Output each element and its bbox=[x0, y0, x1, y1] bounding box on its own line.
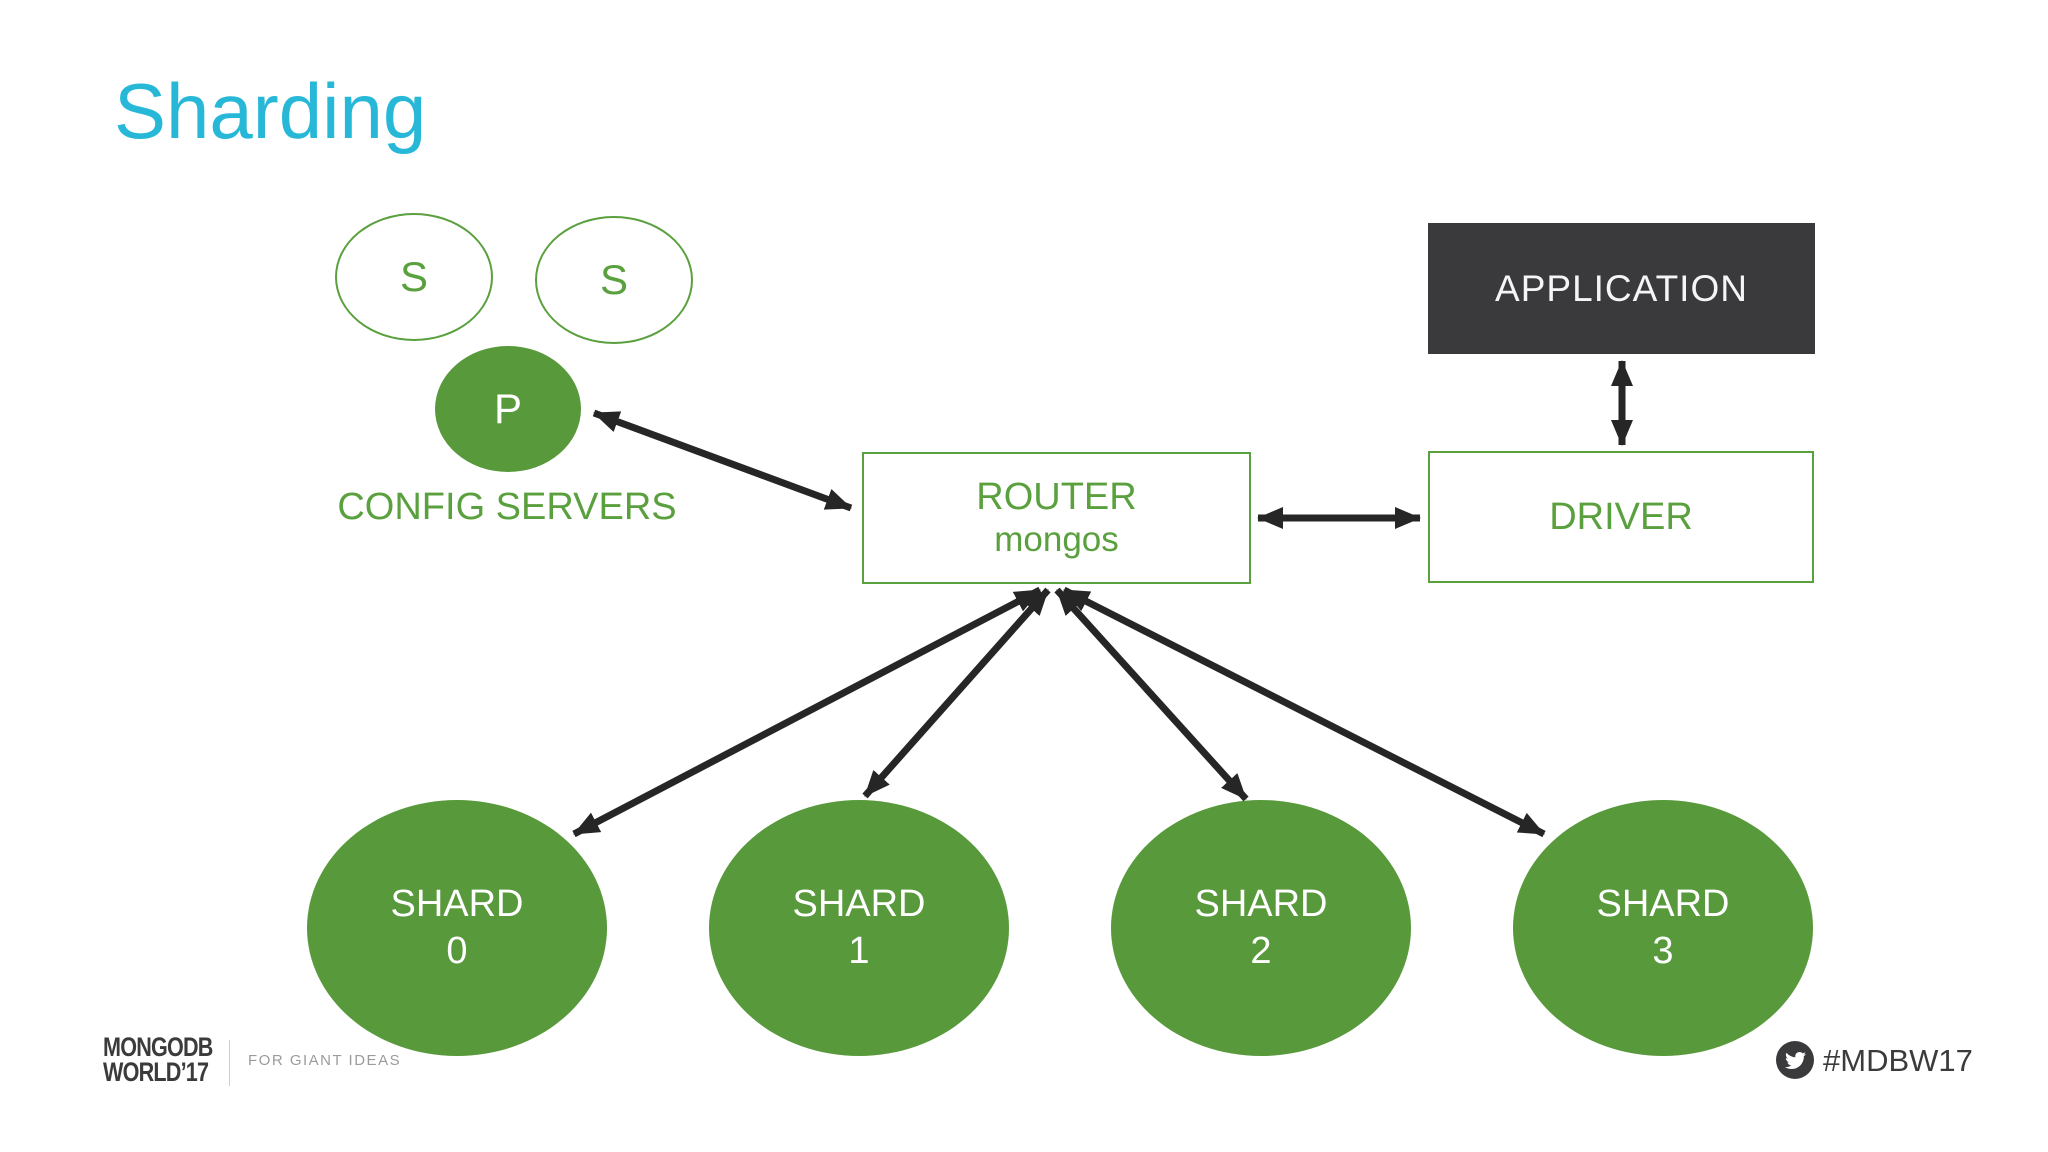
router-title: ROUTER bbox=[976, 476, 1137, 518]
shard-number: 3 bbox=[1652, 930, 1674, 972]
event-logo-line2: WORLD’17 bbox=[103, 1057, 209, 1087]
config-secondary-label: S bbox=[599, 256, 628, 303]
config-secondary-node-1: S bbox=[335, 213, 493, 341]
arrow-router-shard2 bbox=[1054, 587, 1249, 802]
application-label: APPLICATION bbox=[1495, 267, 1748, 309]
twitter-bird-icon bbox=[1784, 1051, 1806, 1069]
event-logo: MONGODB WORLD’17 bbox=[103, 1032, 213, 1087]
shard-number: 0 bbox=[446, 930, 468, 972]
footer-tagline: FOR GIANT IDEAS bbox=[248, 1052, 402, 1069]
event-hashtag: #MDBW17 bbox=[1823, 1043, 1973, 1078]
shard-2-node: SHARD 2 bbox=[1111, 800, 1411, 1056]
slide-title: Sharding bbox=[114, 67, 427, 155]
shard-name: SHARD bbox=[792, 883, 926, 925]
event-logo-line1: MONGODB bbox=[103, 1032, 213, 1062]
shard-name: SHARD bbox=[390, 883, 524, 925]
config-secondary-node-2: S bbox=[535, 216, 693, 344]
shard-3-node: SHARD 3 bbox=[1513, 800, 1813, 1056]
config-secondary-label: S bbox=[399, 253, 428, 300]
footer-divider bbox=[229, 1040, 230, 1086]
config-primary-label: P bbox=[493, 385, 522, 432]
arrow-router-shard3 bbox=[1062, 586, 1546, 838]
shard-0-node: SHARD 0 bbox=[307, 800, 607, 1056]
shard-name: SHARD bbox=[1194, 883, 1328, 925]
shard-number: 1 bbox=[848, 930, 870, 972]
shard-1-node: SHARD 1 bbox=[709, 800, 1009, 1056]
config-primary-node: P bbox=[435, 346, 581, 472]
arrow-router-shard0 bbox=[572, 586, 1042, 838]
twitter-badge bbox=[1776, 1041, 1814, 1079]
driver-node: DRIVER bbox=[1428, 451, 1814, 583]
router-node: ROUTER mongos bbox=[862, 452, 1251, 584]
arrow-router-shard1 bbox=[862, 587, 1051, 799]
shard-name: SHARD bbox=[1596, 883, 1730, 925]
config-servers-label: CONFIG SERVERS bbox=[337, 486, 677, 528]
driver-label: DRIVER bbox=[1549, 495, 1693, 538]
router-subtitle: mongos bbox=[994, 520, 1119, 559]
shard-number: 2 bbox=[1250, 930, 1272, 972]
application-node: APPLICATION bbox=[1428, 223, 1815, 354]
